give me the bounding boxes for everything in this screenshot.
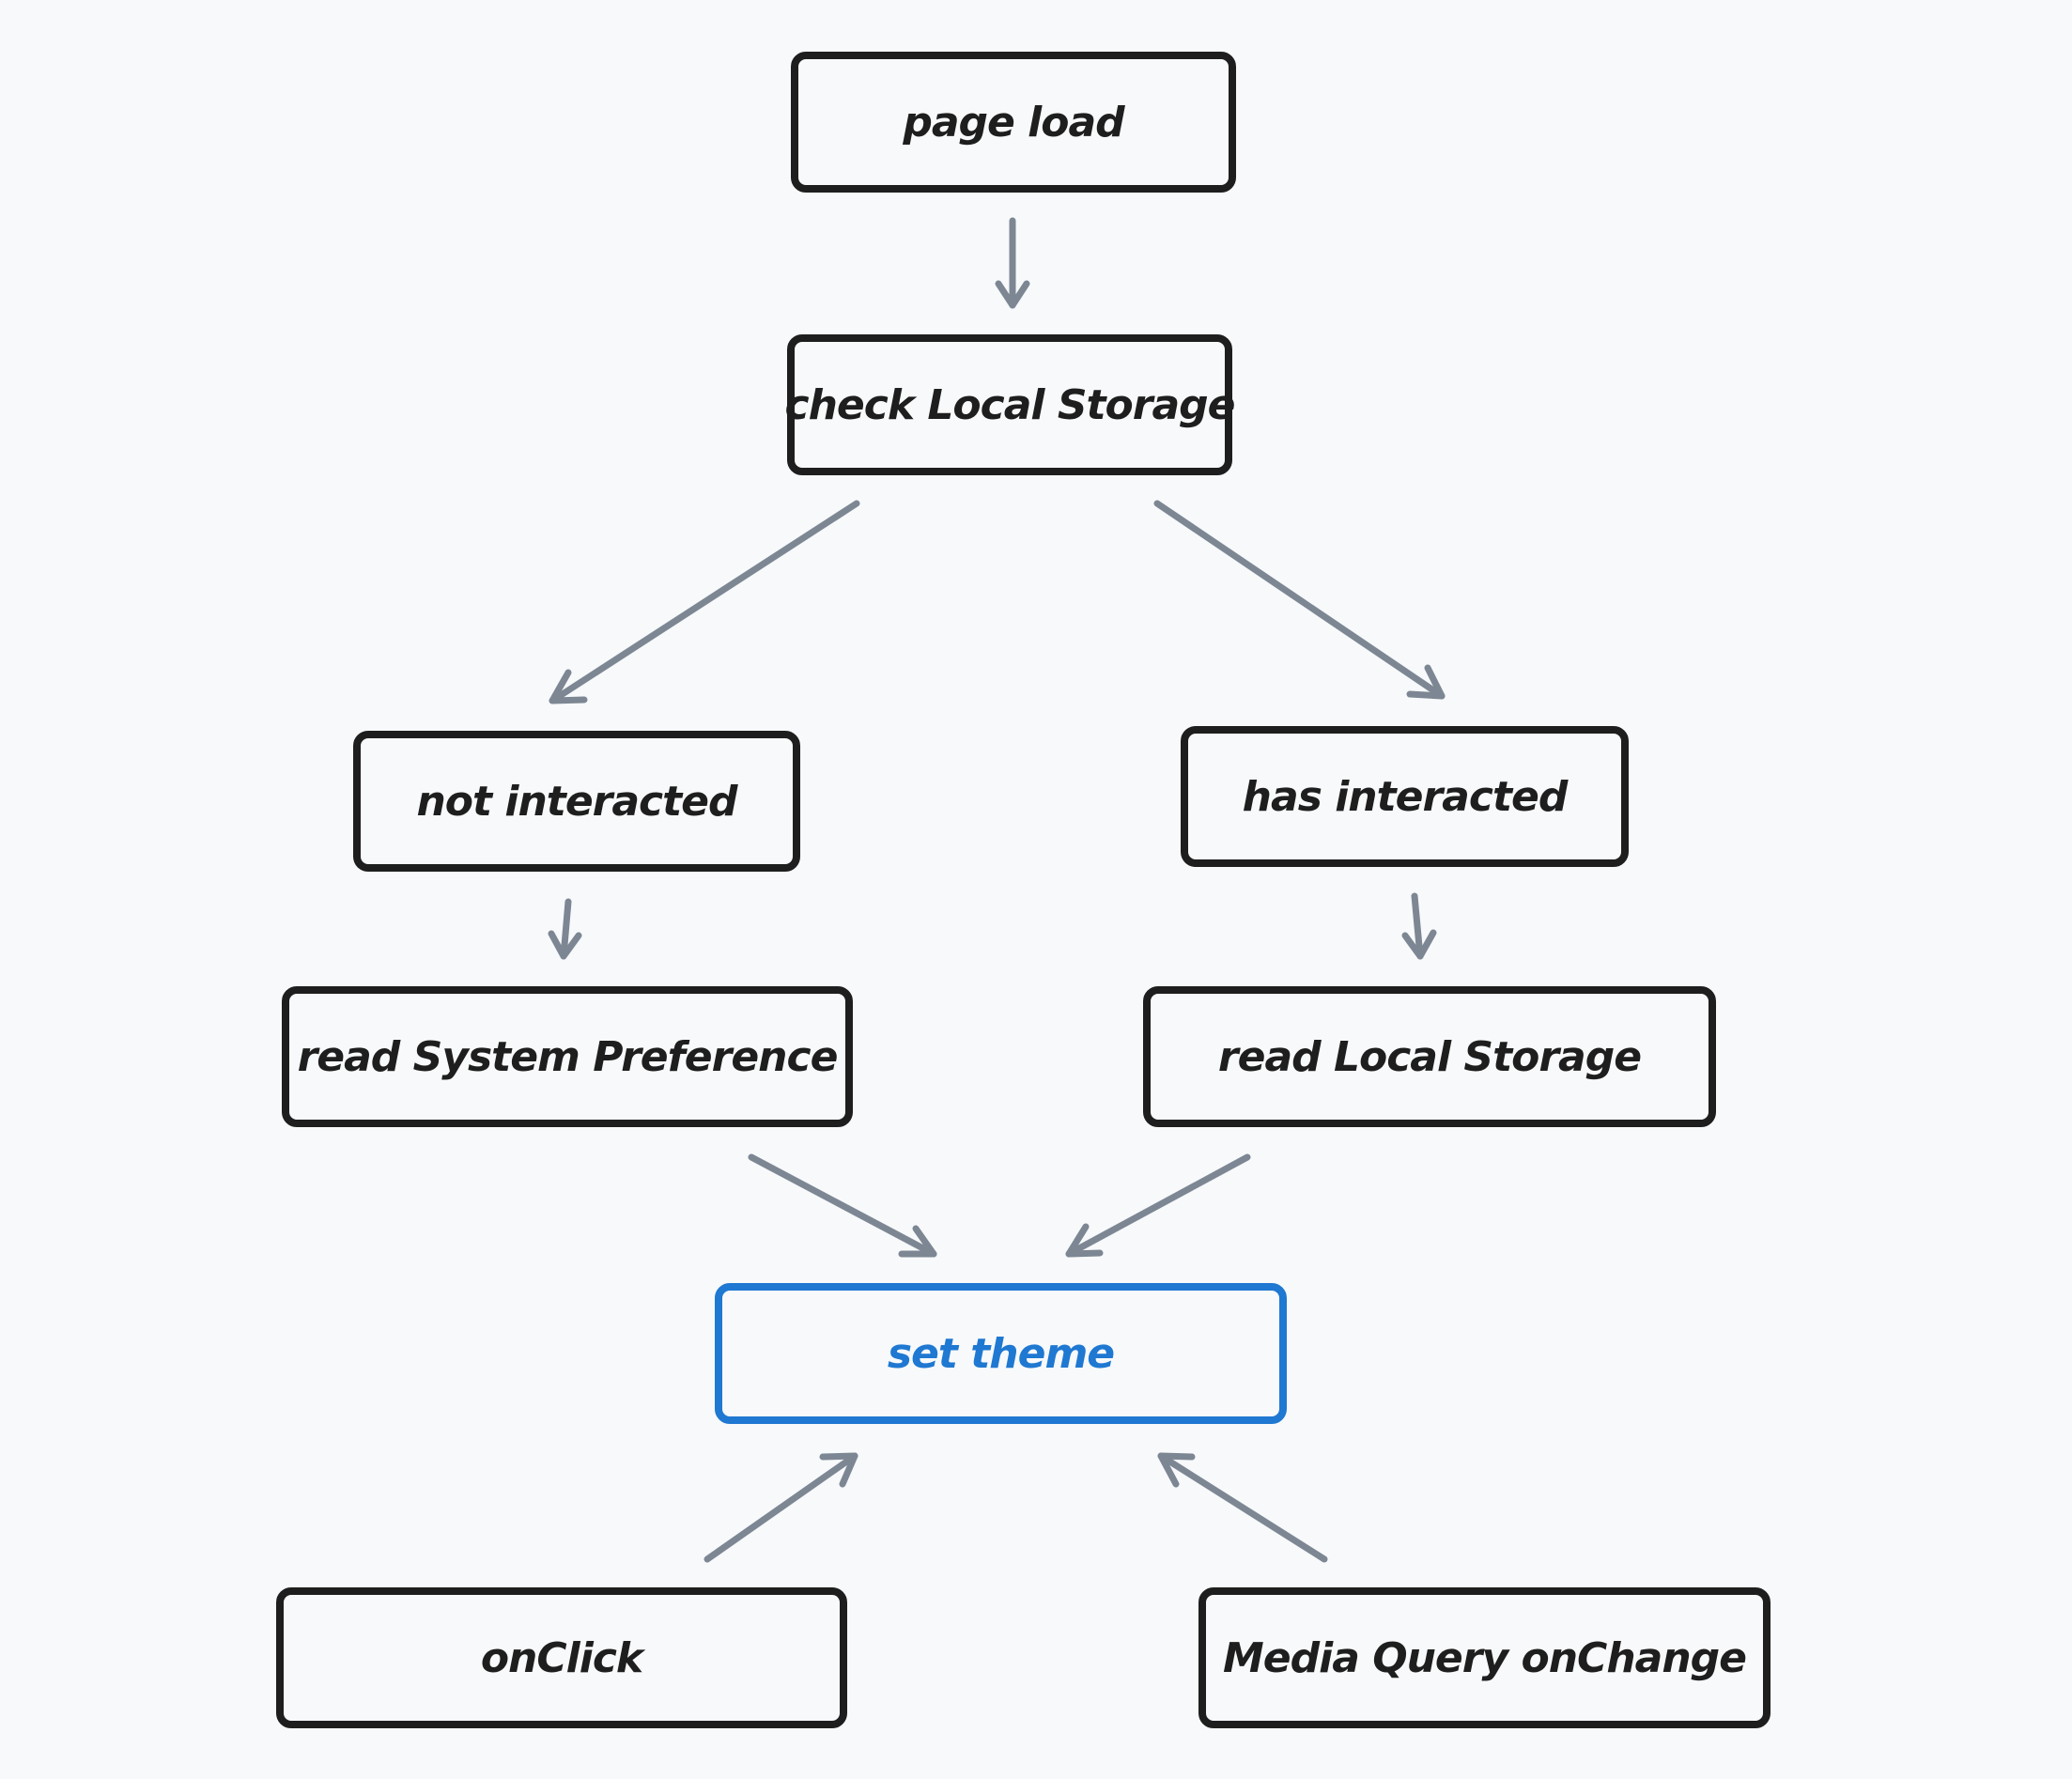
node-media-query-on-change: Media Query onChange (1198, 1587, 1770, 1728)
node-label: read System Preference (297, 1032, 839, 1081)
arrow-read-system-pref-to-set-theme (748, 1153, 937, 1258)
arrow-page-load-to-check-storage (995, 217, 1030, 309)
node-check-local-storage: check Local Storage (784, 334, 1236, 475)
node-set-theme: set theme (715, 1283, 1287, 1424)
node-label: not interacted (416, 777, 737, 826)
node-label: check Local Storage (784, 380, 1235, 429)
node-read-local-storage: read Local Storage (1143, 986, 1716, 1127)
arrow-check-storage-to-has-interacted (1153, 500, 1446, 700)
arrow-check-storage-to-not-interacted (549, 500, 860, 704)
node-on-click: onClick (276, 1587, 847, 1728)
node-label: has interacted (1242, 772, 1569, 821)
node-label: set theme (887, 1329, 1115, 1378)
node-page-load: page load (791, 52, 1236, 193)
node-label: page load (903, 98, 1124, 147)
arrow-read-local-storage-to-set-theme (1065, 1153, 1251, 1258)
node-has-interacted: has interacted (1181, 726, 1629, 867)
node-label: read Local Storage (1217, 1032, 1642, 1081)
node-label: Media Query onChange (1222, 1633, 1747, 1682)
node-not-interacted: not interacted (353, 731, 800, 872)
arrow-not-interacted-to-read-system-pref (548, 898, 582, 960)
arrow-onclick-to-set-theme (704, 1452, 858, 1563)
node-label: onClick (480, 1633, 643, 1682)
arrow-media-query-to-set-theme (1157, 1452, 1328, 1563)
node-read-system-preference: read System Preference (282, 986, 853, 1127)
arrow-has-interacted-to-read-local-storage (1401, 892, 1437, 960)
